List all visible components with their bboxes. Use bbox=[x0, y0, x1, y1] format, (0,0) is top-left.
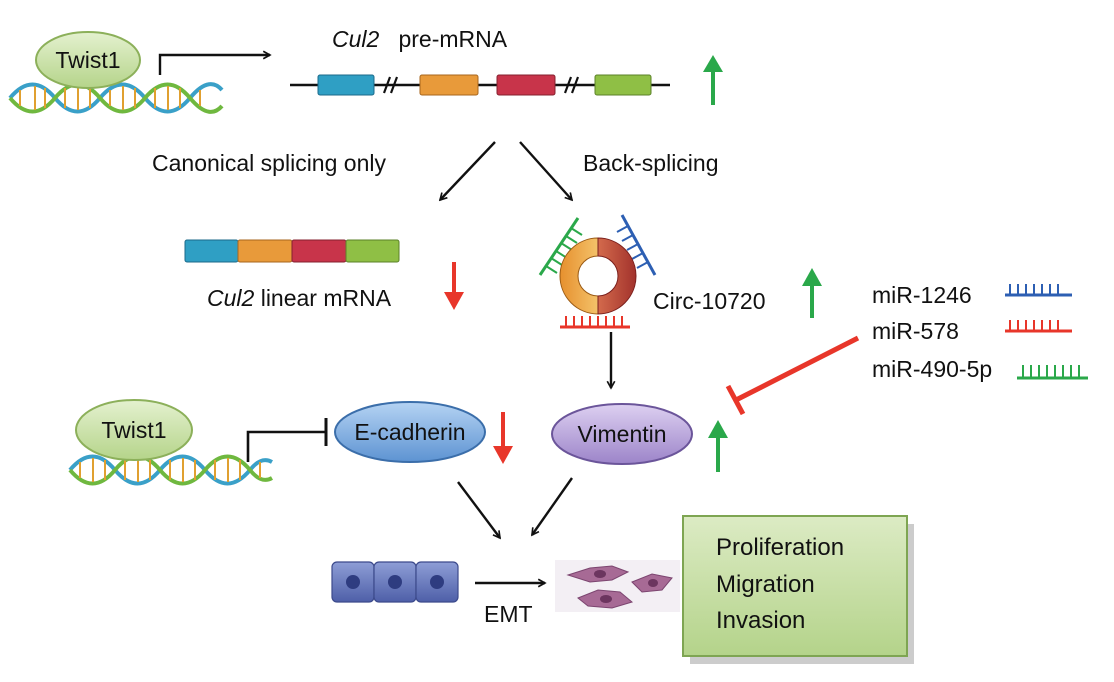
back-splicing-arrow bbox=[519, 141, 572, 200]
linear-mrna bbox=[184, 239, 400, 263]
pre-mrna-label: pre-mRNA bbox=[398, 26, 508, 52]
exon-block bbox=[419, 74, 479, 96]
mirna-inhibition bbox=[725, 335, 860, 416]
circ-rna-complex bbox=[538, 214, 657, 329]
e-cadherin-oval bbox=[334, 401, 486, 463]
pre-mrna-title: Cul2 pre-mRNA bbox=[332, 26, 507, 53]
exon-block bbox=[317, 74, 375, 96]
linear-mrna-label: linear mRNA bbox=[260, 285, 392, 311]
ecadherin-to-emt-arrow bbox=[457, 481, 500, 538]
canonical-splicing-label: Canonical splicing only bbox=[152, 150, 386, 176]
mirna-label-578: miR-578 bbox=[872, 318, 959, 344]
transcription-arrow bbox=[158, 55, 270, 75]
mirna-legend-glyph-1246 bbox=[1005, 284, 1072, 297]
vimentin-label: Vimentin bbox=[577, 421, 667, 447]
twist1-ecadherin-inhibition bbox=[246, 418, 328, 462]
twist1-bottom-label: Twist1 bbox=[101, 417, 167, 443]
exon-block bbox=[496, 74, 556, 96]
up-arrow-circ bbox=[802, 268, 822, 318]
mesenchymal-cells bbox=[555, 560, 680, 612]
outcome-migration: Migration bbox=[716, 571, 815, 598]
vimentin-to-emt-arrow bbox=[531, 477, 573, 535]
mirna-label-490-5p: miR-490-5p bbox=[872, 356, 993, 382]
down-arrow-linear-mrna bbox=[444, 262, 464, 310]
vimentin-oval bbox=[551, 403, 693, 465]
cul2-gene-name: Cul2 bbox=[332, 26, 380, 52]
twist1-oval-bottom bbox=[75, 399, 193, 461]
canonical-splicing-arrow bbox=[440, 141, 496, 200]
cul2-linear-gene-name: Cul2 bbox=[207, 285, 255, 311]
epithelial-cells bbox=[331, 561, 459, 603]
pre-mrna-strand bbox=[290, 74, 670, 96]
circ-label: Circ-10720 bbox=[653, 288, 766, 314]
linear-mrna-title: Cul2 linear mRNA bbox=[207, 285, 391, 312]
outcome-box bbox=[682, 515, 908, 657]
e-cadherin-label: E-cadherin bbox=[354, 419, 466, 445]
emt-label: EMT bbox=[484, 601, 533, 627]
exon-block bbox=[594, 74, 652, 96]
outcome-invasion: Invasion bbox=[716, 607, 806, 634]
up-arrow-vimentin bbox=[708, 420, 728, 472]
dna-helix-top bbox=[8, 82, 224, 114]
twist1-oval-top bbox=[35, 31, 141, 89]
down-arrow-ecadherin bbox=[493, 412, 513, 464]
dna-helix-bottom bbox=[68, 454, 273, 486]
mirna-legend-glyph-578 bbox=[1005, 320, 1072, 333]
outcome-proliferation: Proliferation bbox=[716, 534, 845, 561]
twist1-top-label: Twist1 bbox=[55, 47, 121, 73]
mirna-label-1246: miR-1246 bbox=[872, 282, 972, 308]
up-arrow-pre-mrna bbox=[703, 55, 723, 105]
mirna-legend-glyph-490-5p bbox=[1017, 365, 1088, 380]
back-splicing-label: Back-splicing bbox=[583, 150, 719, 176]
